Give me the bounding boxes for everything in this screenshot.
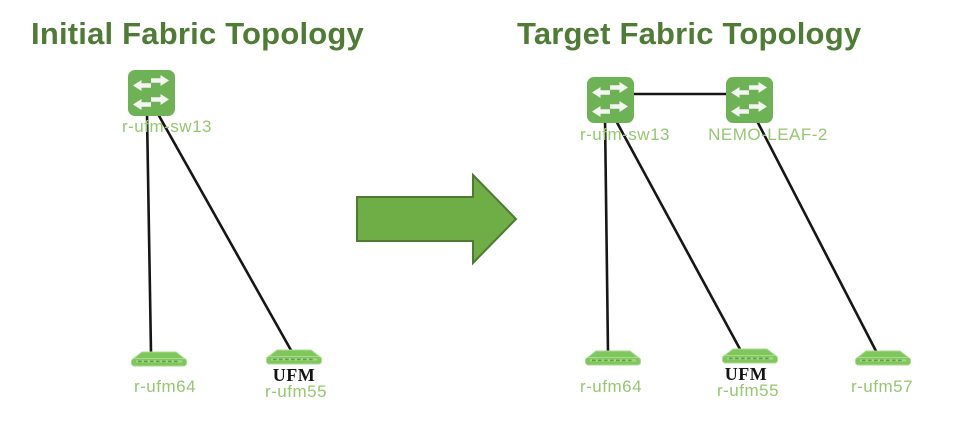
- target-topology-title: Target Fabric Topology: [517, 16, 862, 51]
- target-switch-nemo-leaf-2-icon: [726, 77, 773, 123]
- target-host-r-ufm55-ufm-badge: UFM: [724, 364, 768, 384]
- target-host-r-ufm64-label: r-ufm64: [579, 377, 643, 396]
- target-switch-r-ufm-sw13-icon: [587, 77, 634, 123]
- initial-host-r-ufm55-icon: [265, 349, 323, 365]
- target-switch-nemo-leaf-2-label: NEMO-LEAF-2: [708, 125, 828, 144]
- target-host-r-ufm64-icon: [584, 350, 642, 366]
- initial-host-r-ufm64-label: r-ufm64: [133, 377, 197, 396]
- initial-host-r-ufm55-label: r-ufm55: [264, 382, 328, 401]
- target-host-r-ufm55-icon: [721, 348, 779, 364]
- initial-topology-title: Initial Fabric Topology: [31, 16, 364, 51]
- initial-switch-r-ufm-sw13-icon: [128, 70, 175, 116]
- initial-host-r-ufm64-icon: [130, 351, 188, 367]
- target-host-r-ufm57-label: r-ufm57: [850, 377, 914, 396]
- initial-host-r-ufm55-ufm-badge: UFM: [272, 365, 316, 385]
- target-host-r-ufm55-label: r-ufm55: [716, 381, 780, 400]
- target-host-r-ufm57-icon: [854, 350, 912, 366]
- target-switch-r-ufm-sw13-label: r-ufm-sw13: [579, 125, 670, 144]
- initial-switch-r-ufm-sw13-label: r-ufm-sw13: [121, 117, 212, 136]
- right-block-arrow-icon: [356, 172, 518, 266]
